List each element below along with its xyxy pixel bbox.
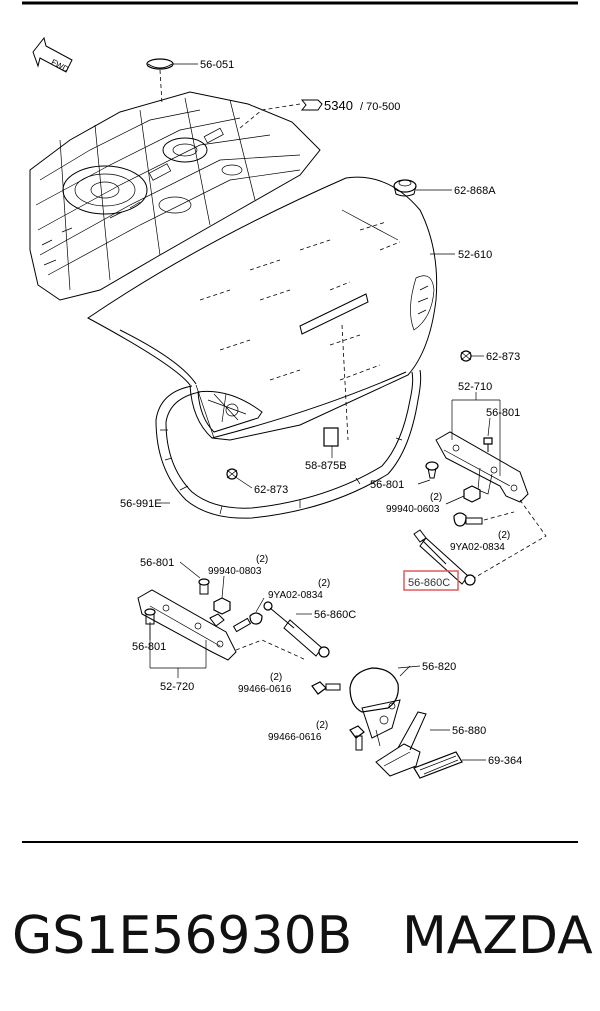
bolt-56-801-l2 bbox=[144, 608, 156, 640]
label-58-875B: 58-875B bbox=[305, 460, 347, 472]
latch-56-820 bbox=[349, 665, 421, 747]
label-99466-b: 99466-0616 bbox=[268, 732, 322, 743]
bolt-99466-a bbox=[311, 681, 341, 695]
bolt-9YA02-right bbox=[453, 499, 547, 579]
label-56-880: 56-880 bbox=[452, 725, 486, 737]
label-56-801-l2: 56-801 bbox=[132, 641, 166, 653]
nut-99940-left bbox=[213, 575, 231, 615]
qty-9YA02-right: (2) bbox=[498, 530, 510, 541]
label-62-873-low: 62-873 bbox=[254, 484, 288, 496]
clip-62-873-low bbox=[226, 468, 253, 489]
clip-62-873-top bbox=[460, 350, 484, 362]
label-56-051: 56-051 bbox=[200, 59, 234, 71]
label-52-610: 52-610 bbox=[458, 249, 492, 261]
qty-99466-a: (2) bbox=[270, 672, 282, 683]
bolt-56-801-r1 bbox=[483, 417, 493, 452]
label-56-860C: 56-860C bbox=[314, 609, 356, 621]
label-69-364: 69-364 bbox=[488, 755, 522, 767]
rear-body-panel bbox=[29, 91, 321, 301]
label-52-720: 52-720 bbox=[160, 681, 194, 693]
label-56-801-r1: 56-801 bbox=[486, 407, 520, 419]
label-9YA02-right: 9YA02-0834 bbox=[450, 542, 505, 553]
ref-5340 bbox=[239, 99, 323, 129]
label-99940-right: 99940-0603 bbox=[386, 504, 440, 515]
bolt-56-801-r2 bbox=[417, 461, 439, 485]
cap-56-051 bbox=[146, 58, 198, 105]
cover-69-364 bbox=[413, 751, 486, 779]
label-56-991E: 56-991E bbox=[120, 498, 162, 510]
grommet-62-868A bbox=[393, 179, 452, 197]
label-52-710: 52-710 bbox=[458, 381, 492, 393]
striker-56-880 bbox=[375, 711, 450, 777]
bolt-99466-b bbox=[349, 725, 365, 751]
bolt-56-801-l1 bbox=[179, 561, 210, 595]
fwd-arrow-icon: FWD bbox=[32, 36, 73, 74]
part-number: GS1E56930B bbox=[12, 906, 353, 966]
qty-99466-b: (2) bbox=[316, 720, 328, 731]
qty-99940-right: (2) bbox=[430, 492, 442, 503]
label-5340: 5340 bbox=[324, 98, 353, 113]
brand-name: MAZDA bbox=[401, 906, 593, 966]
qty-9YA02-left: (2) bbox=[318, 578, 330, 589]
gas-strut-56-860C-right bbox=[413, 529, 476, 586]
hinge-52-710-right bbox=[435, 392, 529, 503]
qty-99940-left: (2) bbox=[256, 554, 268, 565]
label-9YA02-left: 9YA02-0834 bbox=[268, 590, 323, 601]
label-99940-left: 99940-0803 bbox=[208, 566, 262, 577]
highlight-box-56-860C bbox=[403, 570, 459, 591]
label-56-801-l1: 56-801 bbox=[140, 557, 174, 569]
part-number-banner: GS1E56930B MAZDA bbox=[12, 896, 593, 976]
fwd-arrow-label: FWD bbox=[50, 57, 71, 74]
label-56-801-r2: 56-801 bbox=[370, 479, 404, 491]
label-62-868A: 62-868A bbox=[454, 185, 496, 197]
nut-99940-right bbox=[445, 485, 481, 505]
bolt-9YA02-left bbox=[232, 597, 265, 633]
gas-strut-56-860C-left bbox=[263, 601, 330, 658]
label-56-820: 56-820 bbox=[422, 661, 456, 673]
label-99466-a: 99466-0616 bbox=[238, 684, 292, 695]
label-56-860C-highlighted: 56-860C bbox=[408, 577, 450, 589]
trunk-lid-52-610 bbox=[87, 176, 455, 447]
label-70-500: / 70-500 bbox=[360, 101, 400, 113]
label-62-873-top: 62-873 bbox=[486, 351, 520, 363]
weatherstrip-56-991E bbox=[155, 369, 422, 519]
